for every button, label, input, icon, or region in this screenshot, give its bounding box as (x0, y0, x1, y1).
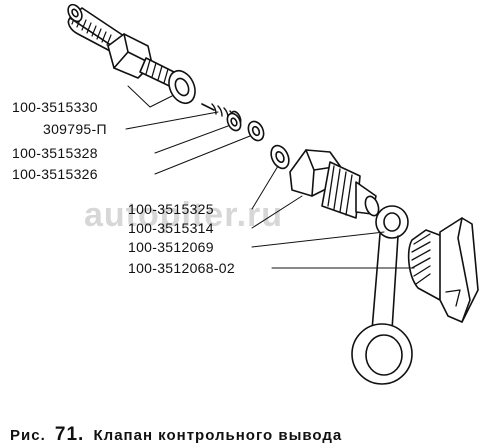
part-label-100-3515330: 100-3515330 (12, 99, 98, 115)
cap-drawing (407, 217, 479, 323)
caption-prefix: Рис. (10, 427, 46, 444)
caption-number: 71. (54, 424, 85, 445)
watermark-text: autopiter.ru (84, 196, 284, 234)
valve-body-drawing (289, 149, 380, 219)
washer-4-drawing (270, 144, 290, 170)
part-label-100-3515326: 100-3515326 (12, 166, 98, 182)
part-label-100-3512068-02: 100-3512068-02 (128, 260, 235, 276)
figure-caption: Рис. 71. Клапан контрольного вывода (10, 424, 342, 446)
part-label-309795: 309795-П (43, 121, 107, 137)
washer-1-drawing (168, 69, 196, 105)
part-label-100-3515328: 100-3515328 (12, 145, 98, 161)
washer-3-drawing (247, 120, 265, 142)
part-label-100-3515325: 100-3515325 (128, 201, 214, 217)
part-label-100-3515314: 100-3515314 (128, 220, 214, 236)
washer-2-drawing (226, 112, 242, 132)
tab-ring-drawing (351, 205, 413, 385)
part-label-100-3512069: 100-3512069 (128, 239, 214, 255)
caption-title: Клапан контрольного вывода (93, 427, 343, 444)
leader-lines (125, 85, 415, 269)
fitting-body-drawing (67, 3, 187, 93)
